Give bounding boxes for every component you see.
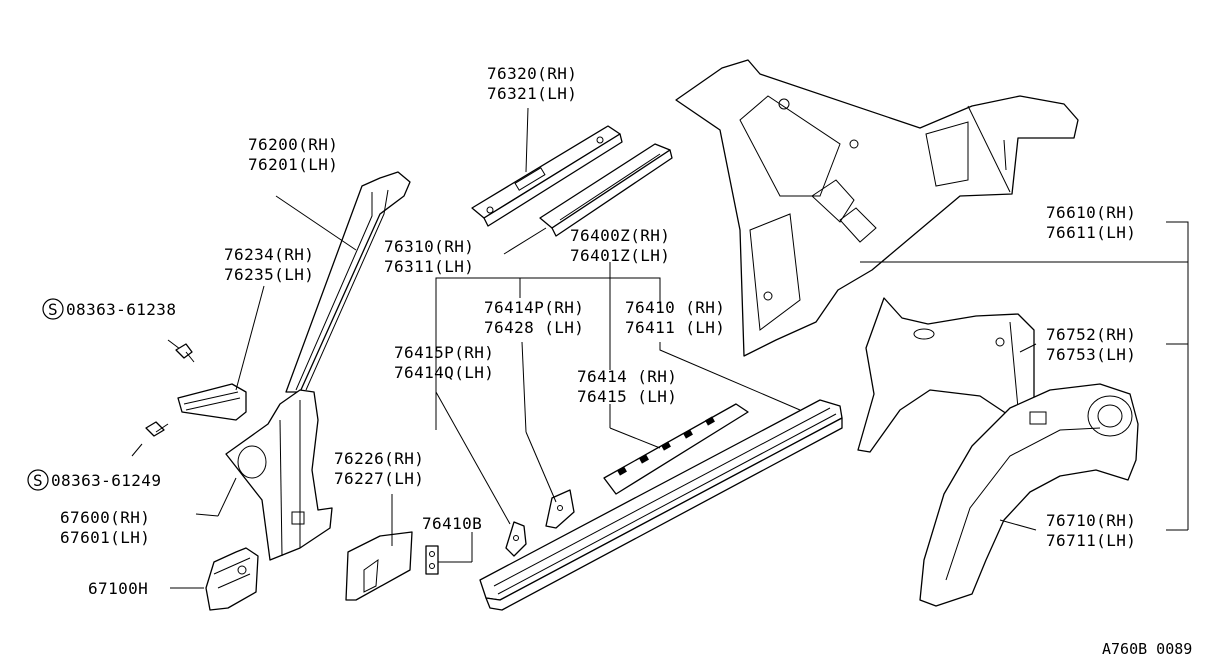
callout-76410b: 76410B xyxy=(422,514,482,533)
callout-line: 76710(RH) xyxy=(1046,511,1136,530)
callout-67100h: 67100H xyxy=(88,579,148,598)
callout-line: 76753(LH) xyxy=(1046,345,1136,364)
callout-76415p: 76415P(RH) 76414Q(LH) xyxy=(394,343,494,382)
callout-line: 76752(RH) xyxy=(1046,325,1136,344)
screw-callout-upper: S 08363-61238 xyxy=(42,298,176,320)
part-bracket-76410b xyxy=(425,545,439,575)
part-outer-wheelhouse-76710 xyxy=(919,383,1139,607)
callout-line: 76711(LH) xyxy=(1046,531,1136,550)
callout-76400z: 76400Z(RH) 76401Z(LH) xyxy=(570,226,670,265)
callout-76414: 76414 (RH) 76415 (LH) xyxy=(577,367,677,406)
callout-line: 76610(RH) xyxy=(1046,203,1136,222)
callout-line: 76235(LH) xyxy=(224,265,314,284)
part-bracket-76414p xyxy=(545,489,575,529)
callout-line: 76310(RH) xyxy=(384,237,474,256)
callout-line: 67600(RH) xyxy=(60,508,150,527)
part-lower-pillar-67600 xyxy=(225,389,333,561)
callout-76410: 76410 (RH) 76411 (LH) xyxy=(625,298,725,337)
callout-line: 76428 (LH) xyxy=(484,318,584,337)
callout-line: 76410 (RH) xyxy=(625,298,725,317)
screw-part-number: 08363-61249 xyxy=(51,471,161,490)
part-upper-rail-76320 xyxy=(471,125,623,227)
callout-line: 76311(LH) xyxy=(384,257,474,276)
callout-line: 76415P(RH) xyxy=(394,343,494,362)
callout-line: 76410B xyxy=(422,514,482,533)
part-bracket-67100 xyxy=(205,547,259,611)
callout-line: 67601(LH) xyxy=(60,528,150,547)
part-sill-76410 xyxy=(479,399,843,611)
diagram-reference: A760B 0089 xyxy=(1102,640,1192,658)
callout-76234: 76234(RH) 76235(LH) xyxy=(224,245,314,284)
callout-line: 67100H xyxy=(88,579,148,598)
callout-line: 76200(RH) xyxy=(248,135,338,154)
part-bracket-76415p xyxy=(505,521,527,557)
callout-line: 76414 (RH) xyxy=(577,367,677,386)
part-bracket-76234 xyxy=(177,383,247,421)
part-sill-reinforcement-76414 xyxy=(603,403,749,495)
circled-s-icon xyxy=(42,298,64,320)
callout-line: 76415 (LH) xyxy=(577,387,677,406)
callout-67600: 67600(RH) 67601(LH) xyxy=(60,508,150,547)
bolt-upper xyxy=(167,339,195,363)
callout-76226: 76226(RH) 76227(LH) xyxy=(334,449,424,488)
callout-line: 76321(LH) xyxy=(487,84,577,103)
screw-callout-lower: S 08363-61249 xyxy=(27,469,161,491)
part-inner-wheelhouse-76752 xyxy=(857,297,1035,453)
callout-line: 76400Z(RH) xyxy=(570,226,670,245)
callout-line: 76414Q(LH) xyxy=(394,363,494,382)
callout-line: 76226(RH) xyxy=(334,449,424,468)
callout-line: 76234(RH) xyxy=(224,245,314,264)
screw-symbol: S xyxy=(48,300,58,319)
circled-s-icon xyxy=(27,469,49,491)
screw-part-number: 08363-61238 xyxy=(66,300,176,319)
screw-symbol: S xyxy=(33,471,43,490)
callout-76320: 76320(RH) 76321(LH) xyxy=(487,64,577,103)
callout-76200: 76200(RH) 76201(LH) xyxy=(248,135,338,174)
part-rail-76310 xyxy=(539,143,673,237)
callout-line: 76320(RH) xyxy=(487,64,577,83)
part-front-pillar-76200 xyxy=(285,171,411,393)
callout-76610: 76610(RH) 76611(LH) xyxy=(1046,203,1136,242)
callout-76414p: 76414P(RH) 76428 (LH) xyxy=(484,298,584,337)
callout-line: 76414P(RH) xyxy=(484,298,584,317)
callout-line: 76227(LH) xyxy=(334,469,424,488)
bolt-lower xyxy=(131,421,169,457)
callout-76710: 76710(RH) 76711(LH) xyxy=(1046,511,1136,550)
part-panel-76226 xyxy=(345,531,413,601)
leader-lines xyxy=(170,107,1189,589)
callout-76752: 76752(RH) 76753(LH) xyxy=(1046,325,1136,364)
callout-76310: 76310(RH) 76311(LH) xyxy=(384,237,474,276)
callout-line: 76401Z(LH) xyxy=(570,246,670,265)
part-rear-inner-panel-76610 xyxy=(675,59,1079,357)
callout-line: 76611(LH) xyxy=(1046,223,1136,242)
callout-line: 76201(LH) xyxy=(248,155,338,174)
callout-line: 76411 (LH) xyxy=(625,318,725,337)
